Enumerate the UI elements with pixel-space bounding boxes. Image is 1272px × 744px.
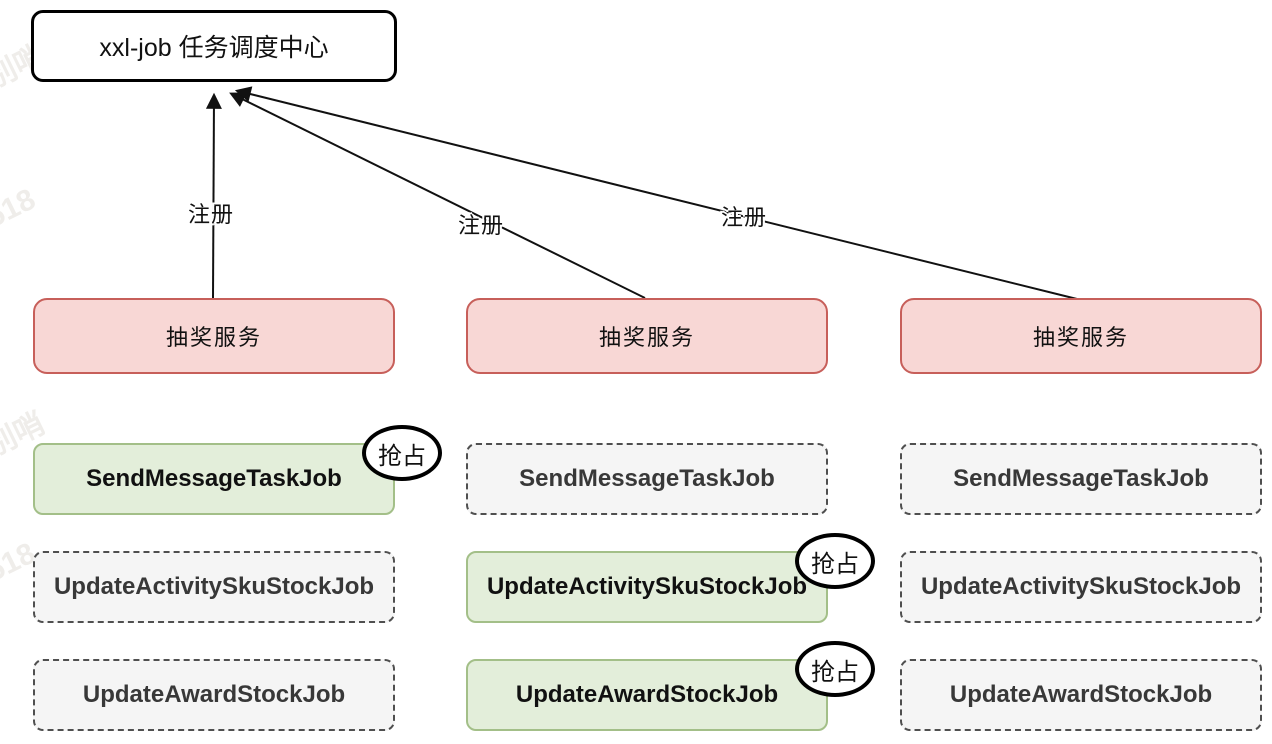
register-arrow-3 xyxy=(234,86,1078,300)
job-node-update-activity-sku-2: UpdateActivitySkuStockJob 抢占 xyxy=(466,533,875,623)
watermark: 518 xyxy=(0,182,41,235)
service-node-2: 抽奖服务 xyxy=(466,298,828,374)
register-arrow-2 xyxy=(229,92,646,299)
job-label: UpdateActivitySkuStockJob xyxy=(53,573,375,600)
preempt-badge: 抢占 xyxy=(795,641,875,697)
register-edge-label-3: 注册 xyxy=(721,205,768,230)
job-node-update-award-3: UpdateAwardStockJob xyxy=(900,659,1262,731)
preempt-badge: 抢占 xyxy=(362,425,442,481)
service-node-3: 抽奖服务 xyxy=(900,298,1262,374)
job-label: UpdateActivitySkuStockJob xyxy=(920,573,1242,600)
job-label: UpdateAwardStockJob xyxy=(82,681,346,708)
job-node-update-activity-sku-3: UpdateActivitySkuStockJob xyxy=(900,551,1262,623)
job-label: SendMessageTaskJob xyxy=(953,465,1209,492)
preempt-badge-label: 抢占 xyxy=(811,658,859,686)
scheduler-node: xxl-job 任务调度中心 xyxy=(31,10,397,82)
job-label: UpdateActivitySkuStockJob xyxy=(486,573,808,600)
service-label: 抽奖服务 xyxy=(1032,325,1129,350)
job-node-send-message-2: SendMessageTaskJob xyxy=(466,443,828,515)
job-node-send-message-1: SendMessageTaskJob 抢占 xyxy=(33,425,442,515)
preempt-badge-label: 抢占 xyxy=(811,550,859,578)
service-label: 抽奖服务 xyxy=(598,325,695,350)
scheduler-title: xxl-job 任务调度中心 xyxy=(99,34,329,62)
service-node-1: 抽奖服务 xyxy=(33,298,395,374)
job-node-update-activity-sku-1: UpdateActivitySkuStockJob xyxy=(33,551,395,623)
job-label: UpdateAwardStockJob xyxy=(949,681,1213,708)
job-label: SendMessageTaskJob xyxy=(86,465,342,492)
preempt-badge: 抢占 xyxy=(795,533,875,589)
job-node-send-message-3: SendMessageTaskJob xyxy=(900,443,1262,515)
job-node-update-award-1: UpdateAwardStockJob xyxy=(33,659,395,731)
job-node-update-award-2: UpdateAwardStockJob 抢占 xyxy=(466,641,875,731)
preempt-badge-label: 抢占 xyxy=(378,442,426,470)
service-label: 抽奖服务 xyxy=(165,325,262,350)
register-edge-label-1: 注册 xyxy=(188,202,235,227)
job-label: UpdateAwardStockJob xyxy=(515,681,779,708)
register-edge-label-2: 注册 xyxy=(458,213,505,238)
job-label: SendMessageTaskJob xyxy=(519,465,775,492)
